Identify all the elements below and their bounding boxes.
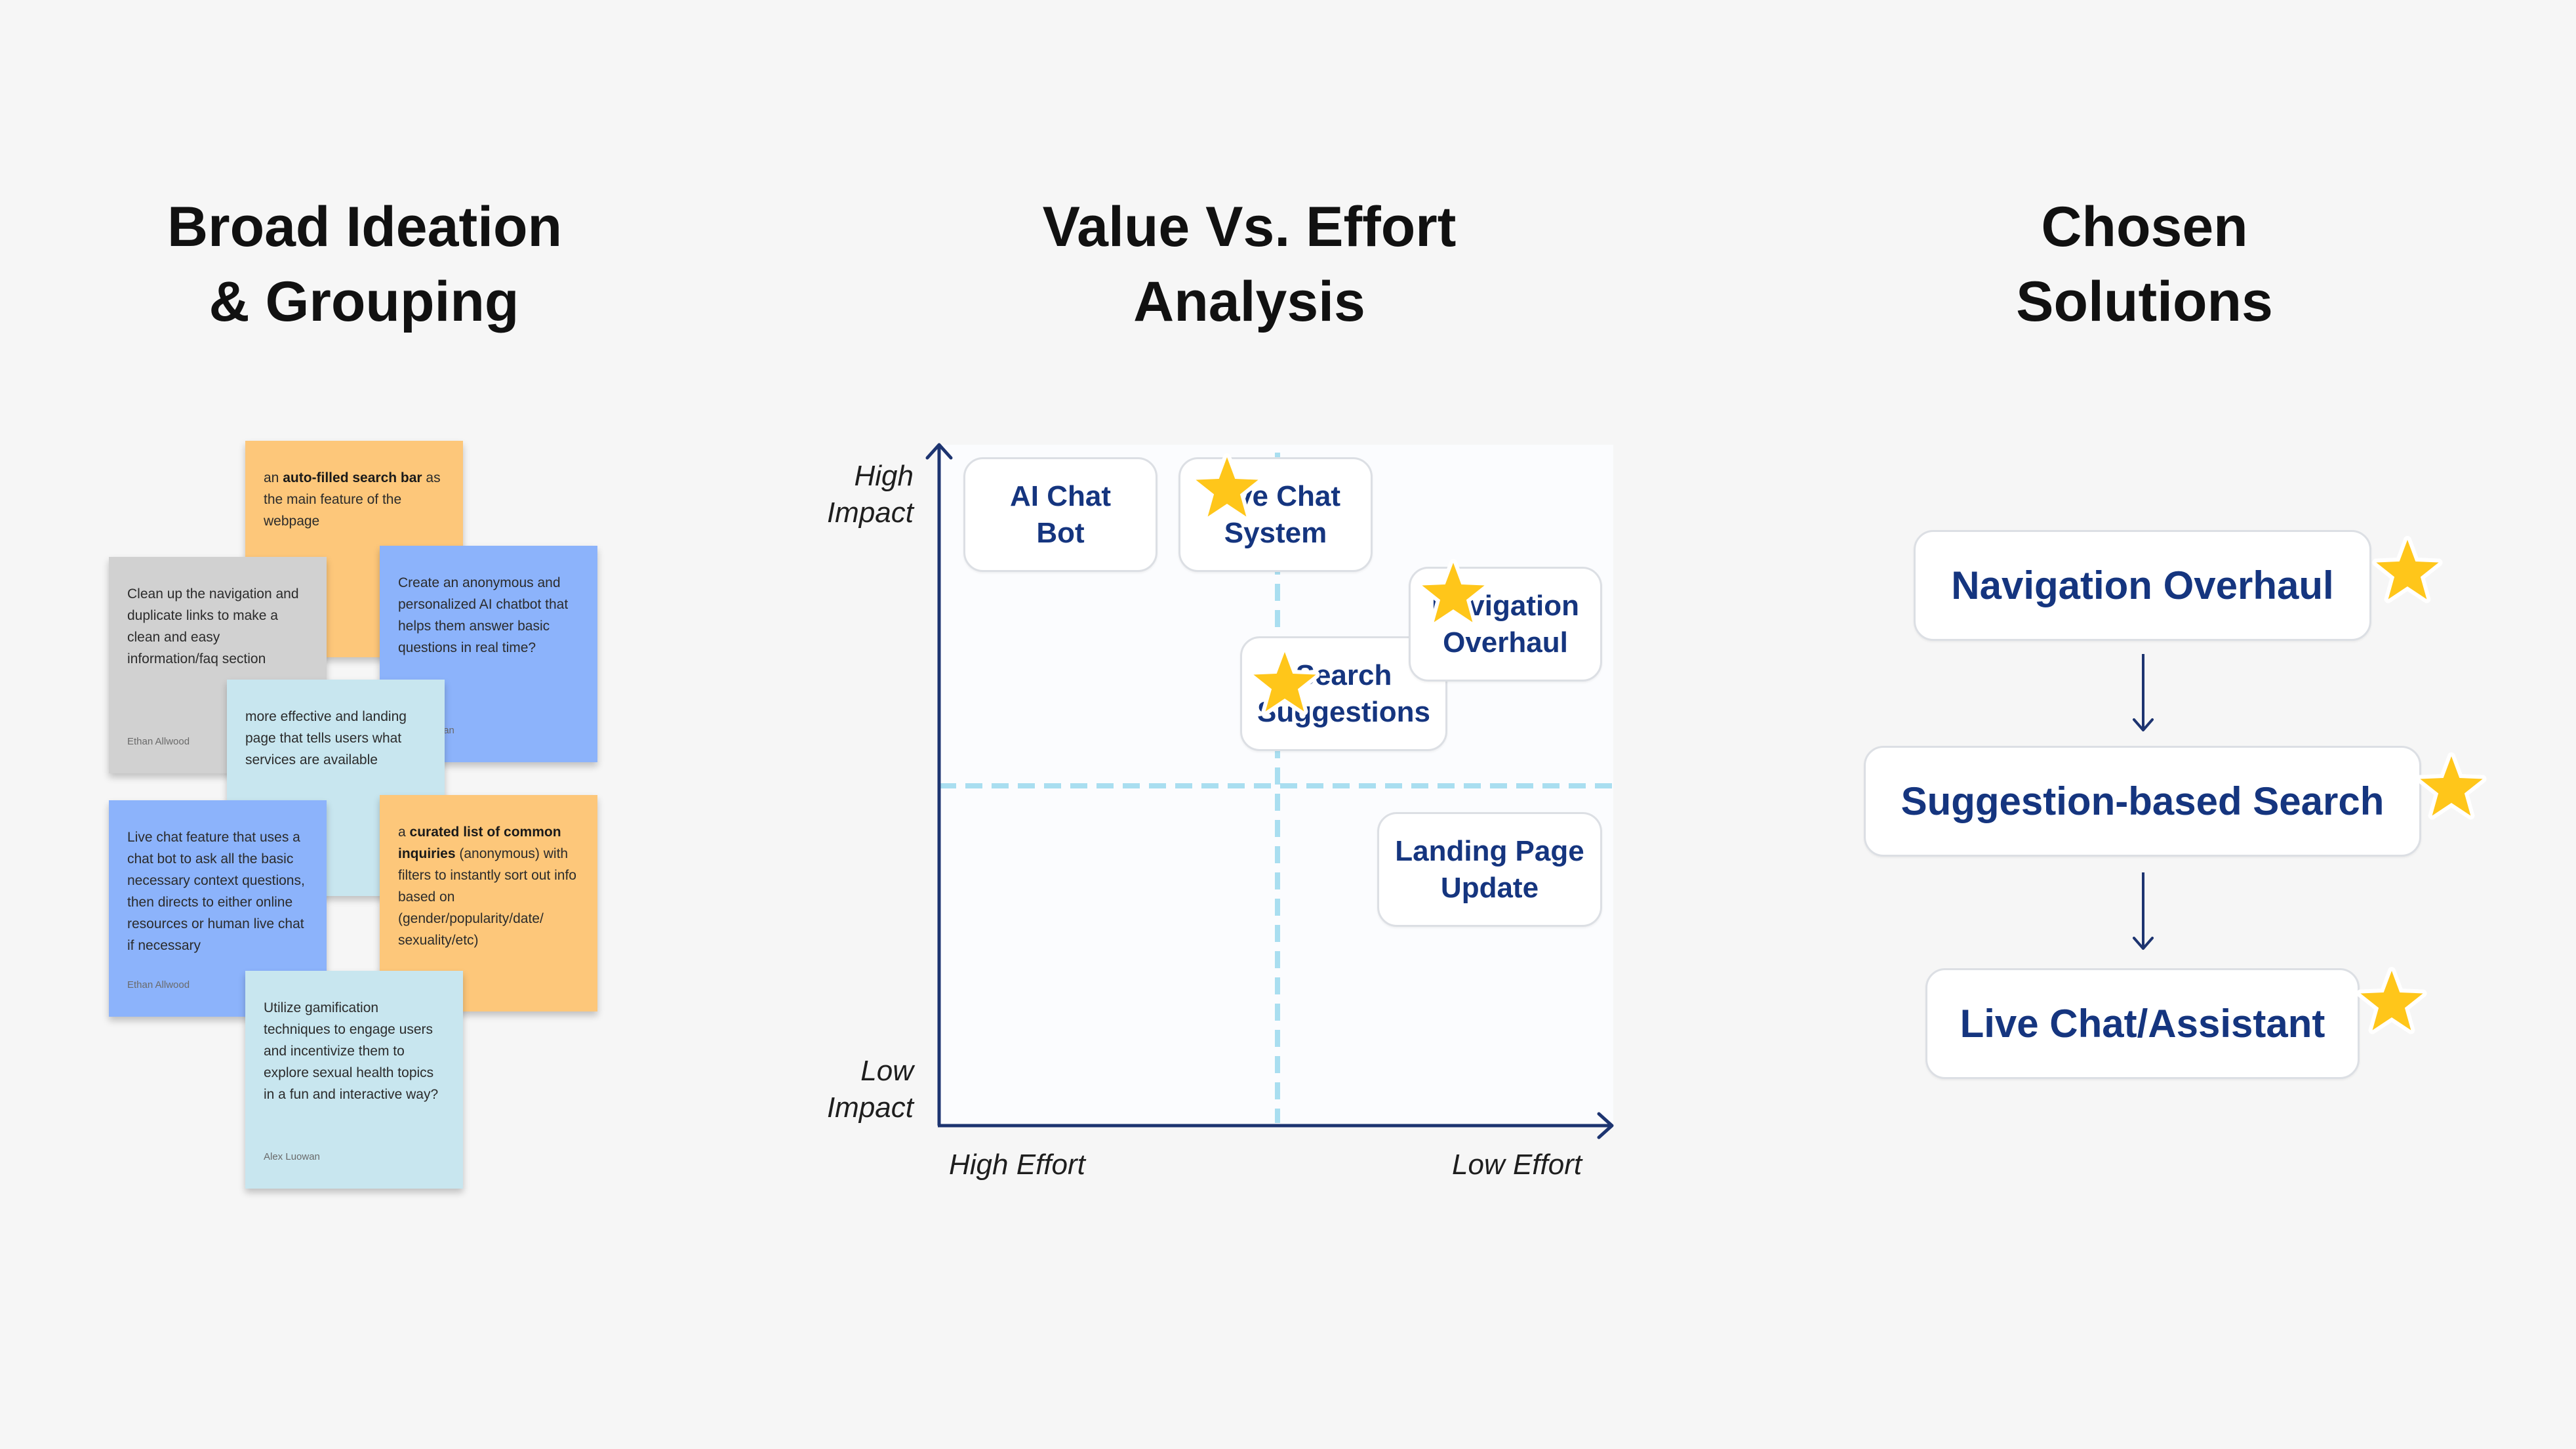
matrix-card-live-chat-system[interactable]: Live Chat System <box>1178 457 1373 572</box>
matrix-card-landing-page-update[interactable]: Landing Page Update <box>1377 812 1602 927</box>
star-icon <box>2373 710 2451 789</box>
star-icon <box>2329 494 2407 573</box>
ideation-title-line2: & Grouping <box>209 270 519 333</box>
ideation-title: Broad Ideation & Grouping <box>167 190 563 339</box>
matrix-card-ai-chat-bot[interactable]: AI Chat Bot <box>963 457 1157 572</box>
solution-card-suggestion-based-search[interactable]: Suggestion-based Search <box>1864 746 2421 857</box>
matrix-title: Value Vs. Effort Analysis <box>1023 190 1476 339</box>
sticky-note-author: Alex Luowan <box>264 1151 320 1162</box>
ideation-title-line1: Broad Ideation <box>167 195 563 258</box>
solutions-title-line1: Chosen <box>2041 195 2248 258</box>
x-axis-high-effort-label: High Effort <box>949 1149 1085 1181</box>
x-axis-arrowhead <box>1597 1112 1614 1139</box>
sticky-note-text: Live chat feature that uses a chat bot t… <box>127 830 305 953</box>
y-axis-arrowhead <box>925 443 953 460</box>
y-axis-high-label: High Impact <box>826 460 914 529</box>
sticky-note[interactable]: Utilize gamification techniques to engag… <box>245 971 463 1189</box>
arrow-down-icon <box>2133 872 2154 950</box>
solution-card-navigation-overhaul[interactable]: Navigation Overhaul <box>1914 530 2371 641</box>
sticky-note-text: an auto-filled search bar as the main fe… <box>264 470 441 529</box>
arrow-down-icon <box>2133 654 2154 731</box>
star-icon <box>1375 517 1453 596</box>
solutions-title-line2: Solutions <box>2016 270 2273 333</box>
sticky-note-author: Ethan Allwood <box>127 736 190 747</box>
y-axis-low-label: Low Impact <box>826 1055 914 1124</box>
sticky-note-text: Clean up the navigation and duplicate li… <box>127 586 299 666</box>
x-axis-low-effort-label: Low Effort <box>1452 1149 1582 1181</box>
sticky-note[interactable]: Create an anonymous and personalized AI … <box>380 546 597 762</box>
star-icon <box>1206 606 1285 685</box>
matrix-title-line1: Value Vs. Effort <box>1042 195 1457 258</box>
star-icon <box>1148 411 1227 490</box>
matrix-title-line2: Analysis <box>1133 270 1365 333</box>
sticky-note-author: Ethan Allwood <box>127 979 190 990</box>
sticky-note-text: Utilize gamification techniques to engag… <box>264 1000 439 1102</box>
sticky-note-text: more effective and landing page that tel… <box>245 709 407 767</box>
sticky-note-text: Create an anonymous and personalized AI … <box>398 575 569 655</box>
star-icon <box>2313 925 2392 1004</box>
solution-card-live-chat-assistant[interactable]: Live Chat/Assistant <box>1925 968 2360 1079</box>
solutions-title: Chosen Solutions <box>1967 190 2322 339</box>
sticky-note-text: a curated list of common inquiries (anon… <box>398 825 576 948</box>
